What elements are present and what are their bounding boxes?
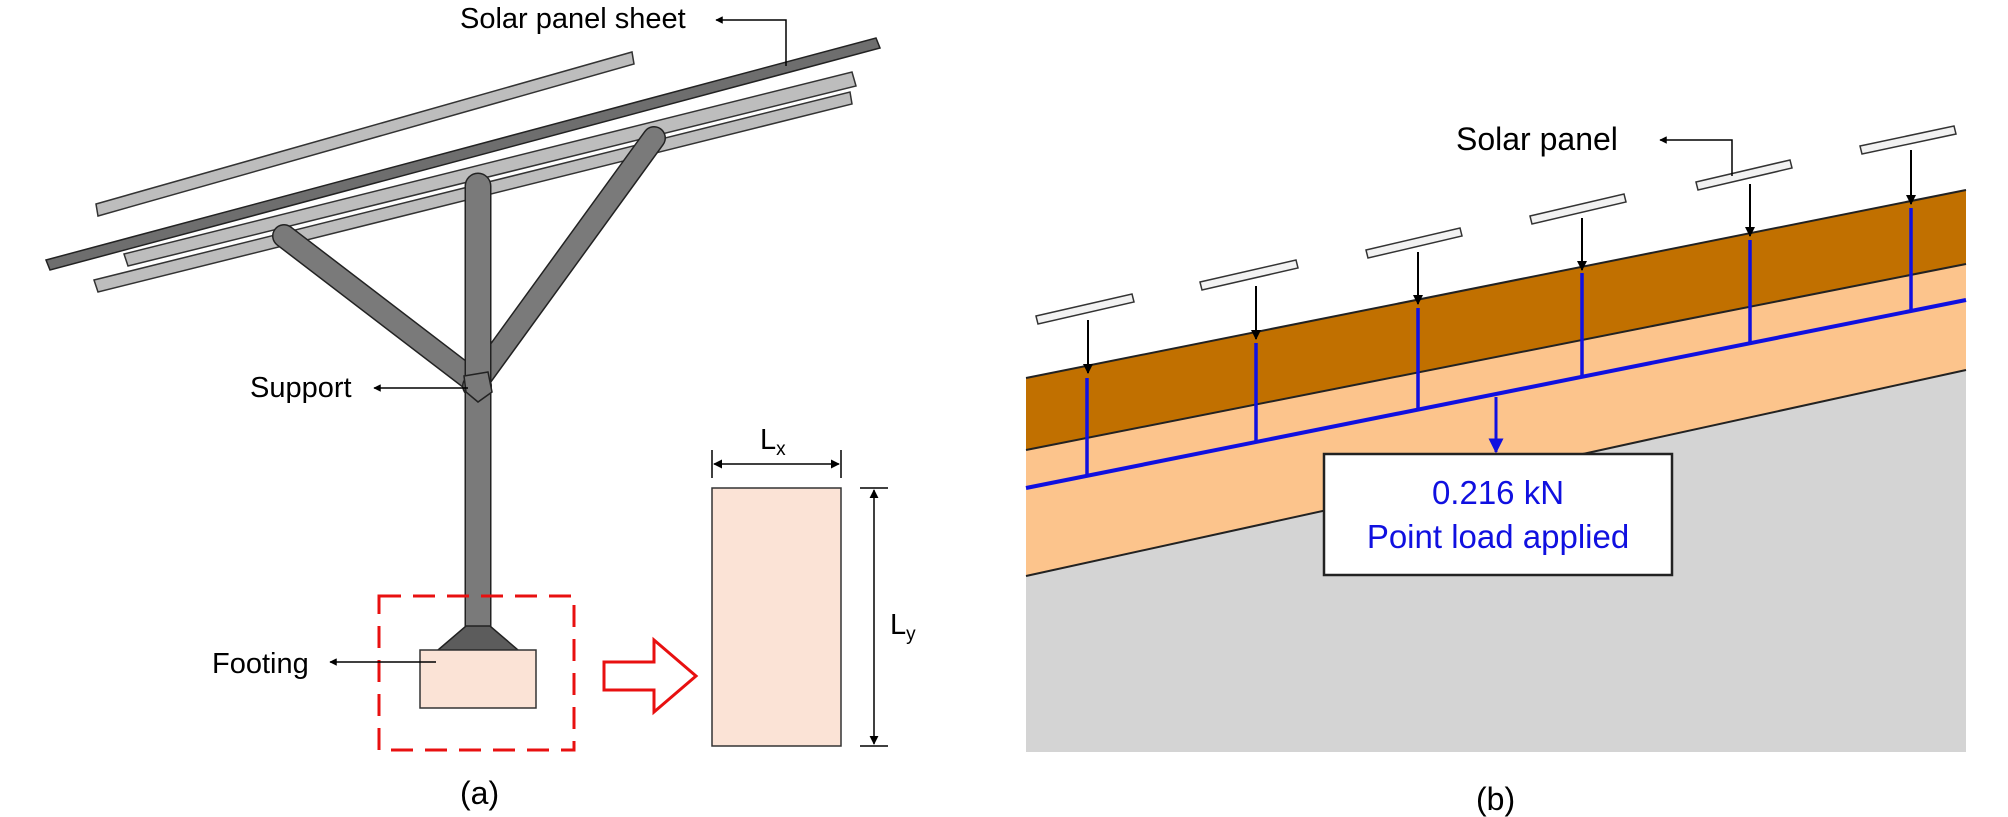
soil-boundary-middle — [1025, 263, 1967, 451]
load-beam — [1025, 298, 1967, 490]
dimension-lx-label: Lx — [760, 424, 786, 460]
pointer-solar-panel — [1659, 136, 1733, 176]
label-footing: Footing — [212, 648, 309, 680]
dimension-ly-label: Ly — [890, 609, 916, 645]
solar-panel-rail — [123, 71, 857, 267]
load-description: Point load applied — [1367, 518, 1629, 555]
footing — [419, 649, 537, 709]
callout-arrow — [602, 636, 699, 716]
load-box — [1322, 452, 1674, 577]
solar-panel-4 — [1529, 193, 1627, 225]
soil-boundary-top — [1025, 189, 1967, 379]
support-joint — [463, 371, 493, 403]
solar-panel-6 — [1859, 125, 1957, 155]
label-solar-panel-sheet: Solar panel sheet — [460, 3, 686, 35]
solar-panel-sheet-top — [44, 37, 882, 271]
solar-panel-sheet-back — [95, 51, 635, 217]
caption-a: (a) — [460, 775, 499, 811]
panel-b: Solar panel 0.216 kN Point load applied … — [1025, 121, 1967, 817]
solar-panel-5 — [1695, 159, 1793, 191]
support-brace-left-fill — [273, 225, 491, 397]
label-support: Support — [250, 372, 352, 404]
pointer-solar-panel-sheet — [715, 16, 787, 66]
support-brace-right-fill — [463, 127, 665, 397]
label-solar-panel: Solar panel — [1456, 121, 1618, 157]
footing-callout-box — [377, 594, 576, 752]
load-value: 0.216 kN — [1432, 474, 1564, 511]
soil-layer-brown — [1026, 190, 1966, 450]
solar-panel-2 — [1199, 259, 1299, 291]
panel-a: Lx Ly Solar panel sheet Support Footing … — [44, 3, 916, 811]
solar-panel-3 — [1365, 227, 1463, 259]
footing-plan — [711, 487, 842, 747]
caption-b: (b) — [1476, 781, 1515, 817]
base-plate — [435, 625, 521, 651]
solar-panel-1 — [1035, 293, 1135, 325]
